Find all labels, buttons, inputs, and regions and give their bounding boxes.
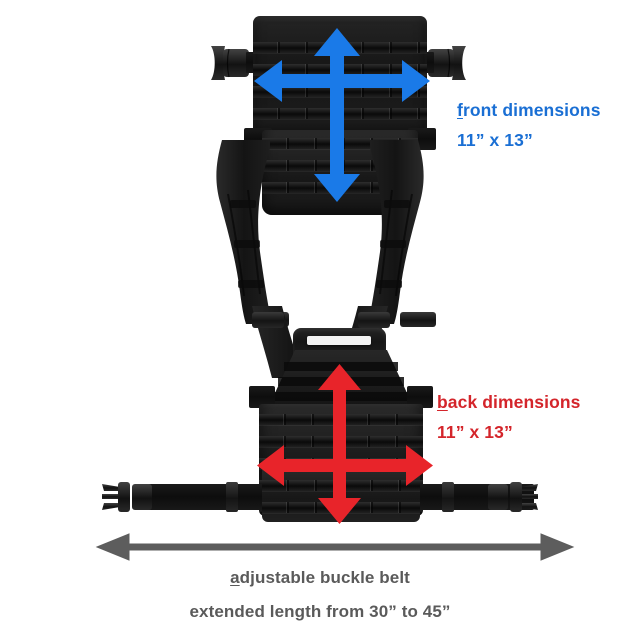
front-side-flank-right: [356, 140, 426, 325]
back-title-underlined: b: [437, 392, 448, 412]
cummerbund-tab-left: [249, 386, 275, 408]
front-dimensions-label: front dimensions 11” x 13”: [457, 99, 601, 151]
front-side-flank-left: [214, 140, 284, 325]
belt-keeper-right: [442, 482, 454, 512]
belt-buckle-male: [100, 478, 156, 516]
shoulder-buckle-left: [205, 42, 253, 84]
cummerbund-tab-right: [407, 386, 433, 408]
belt-line1-underlined: a: [230, 568, 240, 587]
belt-buckle-female: [484, 478, 540, 516]
belt-label-line2: extended length from 30” to 45”: [189, 602, 451, 621]
front-dimension-arrows: [246, 20, 446, 205]
back-dimensions-measurement: 11” x 13”: [437, 422, 513, 442]
belt-line1-rest: djustable buckle belt: [239, 568, 410, 587]
belt-keeper-left: [226, 482, 238, 512]
front-dimensions-title: front dimensions: [457, 99, 601, 121]
front-title-rest: ront dimensions: [462, 100, 601, 120]
strap-buckle-right-lower: [400, 312, 436, 327]
shoulder-adjuster-left: [252, 312, 284, 328]
belt-label: adjustable buckle belt extended length f…: [0, 566, 640, 623]
drag-handle: [307, 336, 371, 345]
front-dimensions-measurement: 11” x 13”: [457, 130, 533, 150]
front-title-underlined: f: [457, 100, 463, 120]
belt-length-arrow: [95, 532, 575, 564]
back-title-rest: ack dimensions: [447, 392, 581, 412]
back-dimensions-title: back dimensions: [437, 391, 581, 413]
shoulder-adjuster-right: [358, 312, 390, 328]
belt-label-line1: adjustable buckle belt: [0, 566, 640, 589]
shoulder-buckle-right: [424, 42, 472, 84]
belt-strap-left: [144, 484, 264, 510]
back-dimensions-label: back dimensions 11” x 13”: [437, 391, 581, 443]
back-dimension-arrows: [250, 358, 446, 528]
